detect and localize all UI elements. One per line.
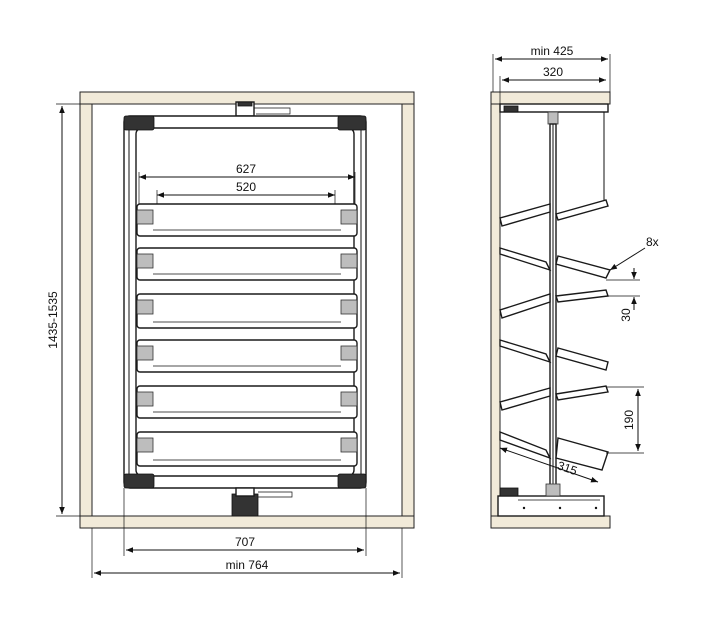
side-bottom-base <box>497 483 605 517</box>
dim-tray-length: 315 <box>499 447 599 483</box>
dim-tray-outer-label: 627 <box>236 162 256 176</box>
front-bottom-runner <box>231 487 293 517</box>
front-cabinet <box>79 91 415 529</box>
tray-1 <box>136 203 358 237</box>
dim-frame-width-label: 707 <box>235 535 255 549</box>
tray-6 <box>136 431 358 467</box>
dim-tray-outer: 627 <box>138 162 356 204</box>
callout-quantity-label: 8x <box>646 235 659 249</box>
dim-cabinet-width-label: min 764 <box>226 558 269 572</box>
front-view: 1435-1535 627 520 707 min 76 <box>46 91 415 578</box>
dim-tray-length-label: 315 <box>556 458 580 478</box>
side-trays <box>499 199 612 471</box>
dim-frame-depth-label: 320 <box>543 65 563 79</box>
dim-frame-width: 707 <box>123 488 367 556</box>
dim-tier-spacing: 190 <box>606 386 644 454</box>
dim-tray-inner-label: 520 <box>236 180 256 194</box>
side-column <box>549 123 557 487</box>
callout-quantity: 8x <box>609 235 659 271</box>
dim-height-label: 1435-1535 <box>46 291 60 349</box>
dim-tray-inner: 520 <box>156 180 336 204</box>
tray-2 <box>136 247 358 281</box>
tray-4 <box>136 339 358 373</box>
side-top-rail <box>499 103 609 200</box>
tray-5 <box>136 385 358 419</box>
dim-cabinet-width: min 764 <box>91 528 403 578</box>
dim-height: 1435-1535 <box>46 103 80 517</box>
dim-tilt-gap-label: 30 <box>619 308 633 322</box>
dim-tier-spacing-label: 190 <box>622 410 636 430</box>
dim-tilt-gap: 30 <box>606 268 640 322</box>
side-view: min 425 320 8x 30 190 <box>490 44 659 529</box>
dim-cabinet-depth: min 425 <box>492 44 611 92</box>
tray-3 <box>136 293 358 329</box>
dim-cabinet-depth-label: min 425 <box>531 44 574 58</box>
front-trays <box>136 203 358 467</box>
dim-frame-depth: 320 <box>499 65 606 104</box>
